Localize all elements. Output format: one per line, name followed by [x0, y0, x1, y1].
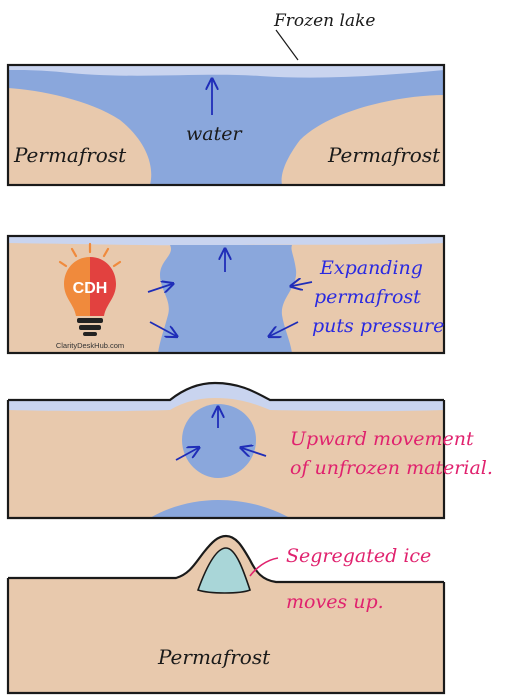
ice-surface-layer — [8, 236, 444, 246]
panel-1-frame — [6, 63, 446, 187]
logo-site: ClarityDeskHub.com — [56, 341, 124, 350]
panel-4-segregated-ice: Segregated ice moves up. Permafrost — [6, 534, 446, 695]
bulb-base-ring — [77, 318, 103, 323]
panel-4-frame — [6, 534, 446, 695]
bulb-right-half — [90, 257, 116, 316]
panel-3-upward-movement: Upward movement of unfrozen material. — [6, 381, 493, 520]
logo-text: CDH — [73, 280, 108, 297]
caption-permafrost: permafrost — [314, 286, 421, 308]
caption-expanding: Expanding — [319, 257, 423, 279]
pointer-line — [249, 557, 279, 577]
caption-moves-up: moves up. — [286, 591, 384, 613]
right-arrow — [175, 448, 198, 461]
permafrost-left-label: Permafrost — [13, 143, 127, 167]
panel-2-expanding-permafrost: Expanding permafrost puts pressure CDH C… — [6, 234, 446, 355]
frozen-lake-label: Frozen lake — [273, 11, 375, 31]
permafrost-right-label: Permafrost — [327, 143, 441, 167]
leader-line — [275, 29, 299, 61]
water-label: water — [186, 123, 243, 145]
panel-1-frozen-lake: Frozen lake water Permafrost Permafrost — [6, 11, 446, 187]
bulb-left-half — [64, 257, 90, 316]
left-arrow — [292, 282, 313, 286]
lake-water — [8, 65, 444, 185]
permafrost-soil — [8, 536, 444, 693]
caption-upward-movement: Upward movement — [290, 428, 474, 450]
caption-unfrozen-material: of unfrozen material. — [290, 457, 493, 479]
water-below — [150, 500, 290, 518]
lake-ice-layer — [8, 65, 444, 78]
cdh-logo: CDH ClarityDeskHub.com — [56, 242, 124, 350]
caption-segregated-ice: Segregated ice — [286, 545, 431, 567]
water-pocket — [158, 245, 297, 353]
permafrost-bottom-label: Permafrost — [157, 645, 271, 669]
ice-surface-layer — [8, 383, 444, 412]
right-arrow — [147, 284, 172, 292]
panel-2-frame — [6, 234, 446, 355]
bulb-base-ring — [79, 325, 101, 330]
panel-3-frame — [6, 381, 446, 520]
bulb-base-tip — [83, 332, 97, 336]
segregated-ice-lens — [196, 547, 251, 594]
caption-puts-pressure: puts pressure — [312, 315, 444, 337]
water-bubble — [182, 404, 256, 478]
left-arrow — [242, 448, 267, 456]
left-down-arrow — [270, 321, 299, 336]
bulb-rays — [58, 242, 122, 268]
right-down-arrow — [149, 321, 176, 336]
